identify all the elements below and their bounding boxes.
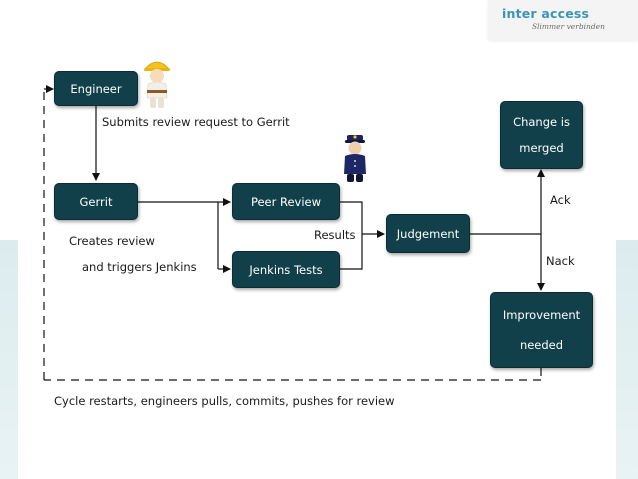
label-results: Results [314,228,356,242]
decorative-band-left [0,240,18,479]
label-submits: Submits review request to Gerrit [102,115,290,129]
node-jenkins-tests-label: Jenkins Tests [249,262,323,277]
node-jenkins-tests: Jenkins Tests [232,251,340,288]
node-judgement-label: Judgement [396,226,460,241]
node-improvement-needed: Improvement needed [490,292,593,368]
label-triggers-jenkins: and triggers Jenkins [82,260,197,274]
node-peer-review: Peer Review [232,183,340,220]
node-engineer-label: Engineer [70,81,122,96]
label-cycle-restarts: Cycle restarts, engineers pulls, commits… [54,394,395,408]
logo-brand: inter access [502,6,590,21]
node-engineer: Engineer [54,71,138,106]
node-peer-review-label: Peer Review [250,194,322,209]
construction-worker-icon [144,61,170,108]
node-gerrit: Gerrit [54,183,138,220]
label-nack: Nack [546,254,575,268]
node-improvement-line2: needed [519,337,564,352]
node-change-merged-line1: Change is [513,114,570,129]
node-judgement: Judgement [386,214,470,253]
label-creates-review: Creates review [69,234,155,248]
line-peer-review-to-merge [340,201,363,270]
node-change-merged-line2: merged [519,141,564,156]
company-logo: inter access Slimmer verbinden [488,0,638,40]
label-ack: Ack [550,193,571,207]
node-improvement-line1: Improvement [502,308,581,323]
decorative-band-right [616,240,638,479]
police-officer-icon [344,135,366,182]
node-gerrit-label: Gerrit [79,194,113,209]
node-change-merged: Change is merged [500,101,583,169]
logo-tagline: Slimmer verbinden [532,22,605,31]
